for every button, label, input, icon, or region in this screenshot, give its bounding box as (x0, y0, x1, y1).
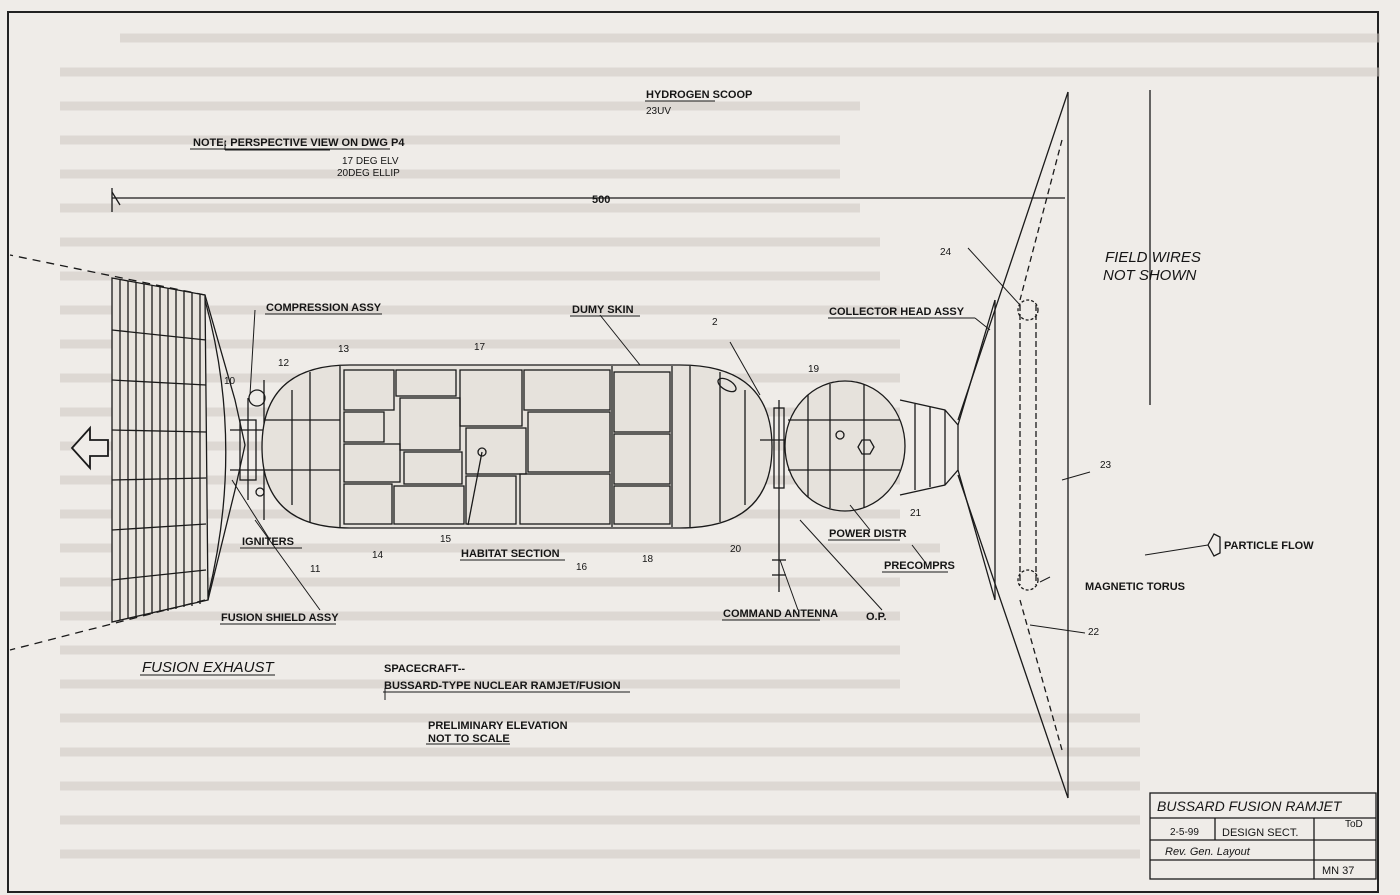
dimension-500-label: 500 (592, 194, 610, 206)
not-to-scale-label: NOT TO SCALE (428, 733, 510, 745)
title-block-dept: DESIGN SECT. (1222, 827, 1298, 839)
command-antenna-label: COMMAND ANTENNA (723, 608, 838, 620)
part-number: 12 (278, 358, 290, 369)
exhaust-direction-arrow (70, 425, 109, 471)
field-wires-label-1: FIELD WIRES (1105, 249, 1201, 266)
habitat-section (261, 364, 773, 529)
label-underlines (140, 100, 975, 745)
part-number: 22 (1088, 627, 1100, 638)
part-number: 18 (642, 554, 654, 565)
particle-flow-arrow (1207, 533, 1221, 557)
part-number: 13 (338, 344, 350, 355)
igniters-label: IGNITERS (242, 536, 294, 548)
precomprs-label: PRECOMPRS (884, 560, 955, 572)
title-block-title: BUSSARD FUSION RAMJET (1157, 798, 1343, 814)
part-number: 16 (576, 562, 588, 573)
fusion-exhaust-label: FUSION EXHAUST (142, 659, 276, 676)
command-antenna (760, 400, 800, 592)
hydrogen-scoop (957, 91, 1069, 799)
hydrogen-scoop-sub: 23UV (646, 106, 671, 117)
part-number: 23 (1100, 460, 1112, 471)
title-block (1149, 792, 1377, 880)
fusion-shield-assy-label: FUSION SHIELD ASSY (221, 612, 339, 624)
part-number: 15 (440, 534, 452, 545)
part-number: 19 (808, 364, 820, 375)
preliminary-elevation-label: PRELIMINARY ELEVATION (428, 720, 568, 732)
hydrogen-scoop-label: HYDROGEN SCOOP (646, 89, 752, 101)
dimension-500 (111, 188, 1065, 212)
collector-sphere (784, 380, 959, 512)
part-number: 14 (372, 550, 384, 561)
title-block-rev: Rev. Gen. Layout (1165, 846, 1251, 858)
compression-assy-label: COMPRESSION ASSY (266, 302, 382, 314)
exhaust-dashed-bottom (9, 599, 206, 651)
leader-lines (224, 142, 1209, 700)
drawing-border (7, 11, 1379, 893)
note-ellip: 20DEG ELLIP (337, 168, 400, 179)
part-number: 11 (310, 564, 321, 575)
power-distr-label: POWER DISTR (829, 528, 907, 540)
part-number: 10 (224, 376, 236, 387)
particle-flow-label: PARTICLE FLOW (1224, 540, 1314, 552)
part-number: 20 (730, 544, 742, 555)
part-number: 21 (910, 508, 922, 519)
title-block-initials: ToD (1345, 819, 1363, 830)
note-elv: 17 DEG ELV (342, 156, 399, 167)
part-number: 24 (940, 247, 952, 258)
part-number: 2 (712, 317, 718, 328)
magnetic-torus-label: MAGNETIC TORUS (1085, 581, 1185, 593)
spacecraft-type-label: BUSSARD-TYPE NUCLEAR RAMJET/FUSION (384, 680, 621, 692)
title-block-dwg-no: MN 37 (1322, 865, 1354, 877)
part-number: 17 (474, 342, 486, 353)
op-label: O.P. (866, 611, 887, 623)
title-block-date: 2-5-99 (1170, 827, 1199, 838)
spacecraft-label: SPACECRAFT-- (384, 663, 465, 675)
field-wires-label-2: NOT SHOWN (1103, 267, 1196, 284)
collector-head-assy-label: COLLECTOR HEAD ASSY (829, 306, 965, 318)
dummy-skin-label: DUMY SKIN (572, 304, 634, 316)
exhaust-dashed-top (9, 254, 206, 296)
habitat-section-label: HABITAT SECTION (461, 548, 560, 560)
fusion-exhaust-nozzle (111, 277, 246, 623)
note-perspective: NOTE: PERSPECTIVE VIEW ON DWG P4 (193, 137, 405, 149)
